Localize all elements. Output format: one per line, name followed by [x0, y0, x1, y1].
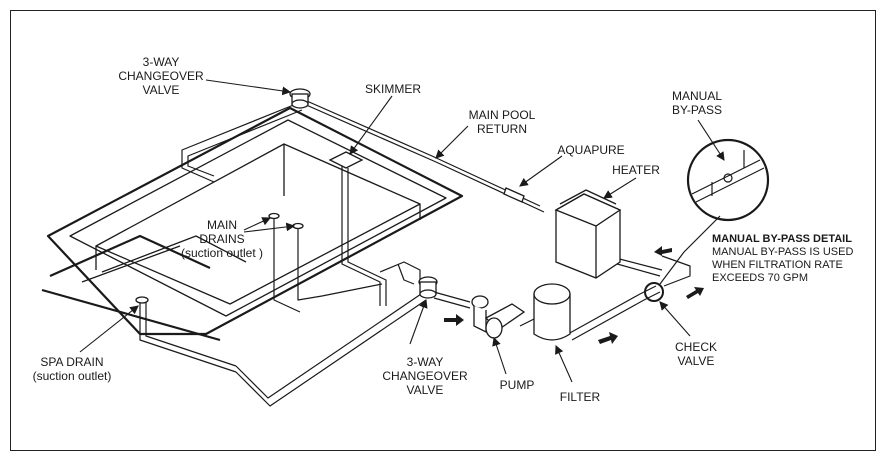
label-filter: FILTER: [559, 390, 601, 404]
aquapure-cell: [503, 187, 525, 203]
spa-wall: [101, 235, 247, 273]
bypass-detail-circle: [686, 138, 770, 222]
leader-valve-bottom: [409, 298, 428, 345]
label-spa-drain: SPA DRAIN(suction outlet): [32, 355, 112, 383]
leader-heater: [603, 177, 637, 199]
pool-deck-outline: [41, 106, 464, 342]
leader-manual-bypass: [697, 119, 725, 161]
leader-main-drain-1: [243, 217, 271, 231]
label-pump: PUMP: [499, 378, 535, 392]
pool-deck-outer: [46, 106, 464, 336]
components: [135, 88, 664, 341]
leader-aquapure: [519, 155, 563, 187]
label-bypass-detail-title: MANUAL BY-PASS DETAIL: [712, 233, 852, 245]
pool-walls: [69, 119, 447, 317]
flow-arrow-3: [654, 246, 672, 256]
leader-main-pool-return: [435, 125, 469, 159]
return-loop: [379, 261, 421, 284]
leader-spa-drain: [79, 305, 139, 353]
spa-deck-outline: [49, 234, 211, 278]
flow-arrow-2: [598, 332, 618, 344]
flow-arrow-4: [686, 287, 704, 299]
pool-rim: [69, 119, 447, 317]
bypass-detail: [659, 138, 770, 285]
suction-to-pump: [433, 291, 471, 303]
label-skimmer: SKIMMER: [364, 82, 421, 96]
skimmer-box: [328, 151, 364, 169]
main-drain-pipe-1: [273, 218, 301, 313]
label-heater: HEATER: [612, 163, 660, 177]
deck-front-edge: [41, 288, 221, 342]
flow-arrows: [444, 246, 704, 344]
spa-drain: [135, 296, 149, 304]
label-aquapure: AQUAPURE: [557, 143, 625, 157]
leader-check-valve: [659, 301, 691, 337]
leader-pump: [492, 336, 507, 375]
leader-skimmer: [349, 95, 393, 155]
pipes: [139, 97, 691, 407]
filter-tank: [533, 294, 571, 341]
diagram-frame: [10, 10, 876, 451]
leader-lines: [79, 79, 725, 383]
main-drain-2: [292, 222, 304, 230]
main-drain-1: [268, 212, 280, 220]
flow-arrow-1: [444, 314, 464, 326]
check-valve-circle: [644, 282, 664, 302]
leader-filter: [555, 344, 573, 383]
main-pool-return-pipe: [299, 97, 541, 207]
skimmer-pipe: [341, 166, 381, 306]
spa-drain-pipe: [139, 302, 237, 373]
leader-main-drain-2: [243, 222, 296, 233]
filter-outlet-pipe: [567, 285, 657, 335]
leader-valve-top: [205, 79, 292, 96]
